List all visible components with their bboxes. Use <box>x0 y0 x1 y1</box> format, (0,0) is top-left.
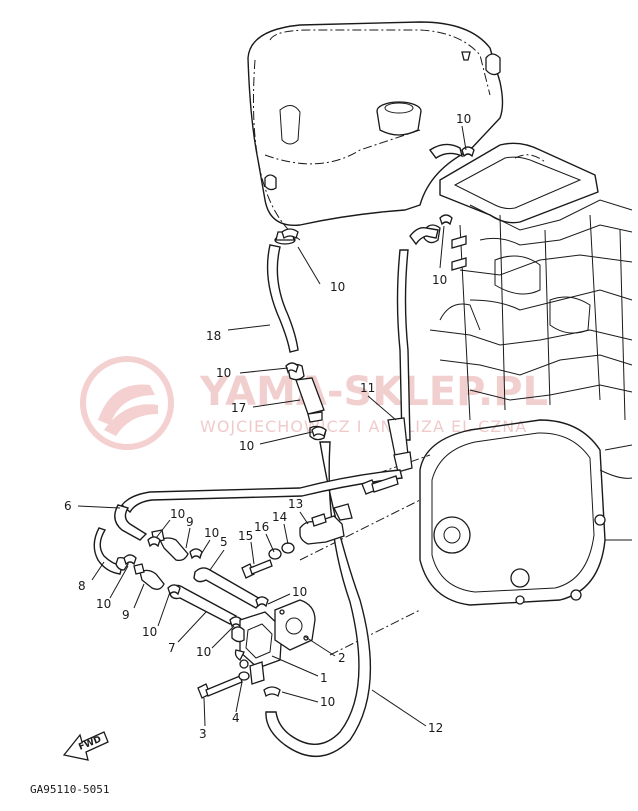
callout-10: 10 <box>216 366 231 380</box>
watermark-logo-icon <box>80 356 174 450</box>
hose-18 <box>266 231 299 353</box>
callout-10: 10 <box>204 526 219 540</box>
engine-block <box>423 199 633 421</box>
callout-6: 6 <box>64 499 72 513</box>
hose-12 <box>265 441 372 758</box>
callout-10: 10 <box>196 645 211 659</box>
callout-2: 2 <box>338 651 346 665</box>
fitting-13 <box>299 503 353 545</box>
reference-line-a <box>252 59 301 241</box>
callout-16: 16 <box>254 520 269 534</box>
callout-5: 5 <box>220 535 228 549</box>
diagram-code: GA95110-5051 <box>30 783 109 796</box>
bolt-15 <box>241 559 273 579</box>
callout-10: 10 <box>239 439 254 453</box>
washer-4 <box>238 671 250 681</box>
leader-lines <box>77 125 467 727</box>
gasket-2 <box>274 599 316 651</box>
fwd-arrow-icon: FWD <box>62 731 109 761</box>
callout-10: 10 <box>456 112 471 126</box>
washer-16 <box>268 548 282 560</box>
callout-17: 17 <box>231 401 246 415</box>
callout-10: 10 <box>320 695 335 709</box>
watermark: YAMA-SKLEP.PL WOJCIECHOWICZ I ANALIZA EL… <box>80 356 548 450</box>
hose-6 <box>114 469 403 541</box>
hose-5 <box>193 567 264 609</box>
bolt-engine <box>361 475 399 495</box>
callout-10: 10 <box>292 585 307 599</box>
fuel-cock-1 <box>231 611 283 685</box>
callout-8: 8 <box>78 579 86 593</box>
callout-4: 4 <box>232 711 240 725</box>
hose-11 <box>387 143 464 473</box>
callout-12: 12 <box>428 721 443 735</box>
hose-8 <box>93 527 129 575</box>
callout-3: 3 <box>199 727 207 741</box>
callout-1: 1 <box>320 671 328 685</box>
crankcase-cover <box>299 419 633 656</box>
callout-13: 13 <box>288 497 303 511</box>
callout-11: 11 <box>360 381 375 395</box>
callout-labels: 10 10 10 18 10 17 10 11 6 10 9 10 5 15 1… <box>64 112 471 741</box>
callout-15: 15 <box>238 529 253 543</box>
clips-10 <box>123 146 475 698</box>
inline-filter-9b <box>133 563 165 590</box>
fuel-tank <box>247 21 504 226</box>
callout-10: 10 <box>142 625 157 639</box>
watermark-brand: YAMA-SKLEP.PL <box>199 369 548 415</box>
callout-9: 9 <box>186 515 194 529</box>
bolt-3 <box>197 675 243 699</box>
watermark-subtitle: WOJCIECHOWICZ I ANALIZA EL CZNA <box>200 417 527 436</box>
callout-10: 10 <box>170 507 185 521</box>
o-ring-14 <box>281 542 295 554</box>
callout-9: 9 <box>122 608 130 622</box>
callout-10: 10 <box>96 597 111 611</box>
callout-14: 14 <box>272 510 287 524</box>
callout-10: 10 <box>432 273 447 287</box>
callout-10: 10 <box>330 280 345 294</box>
callout-18: 18 <box>206 329 221 343</box>
callout-7: 7 <box>168 641 176 655</box>
